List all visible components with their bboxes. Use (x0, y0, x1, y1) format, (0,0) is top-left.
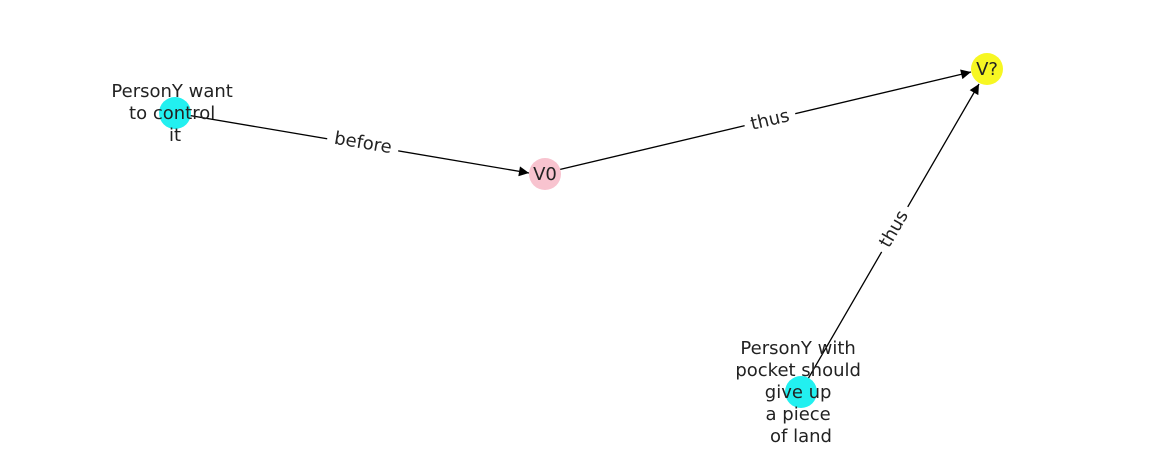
edge-label: before (333, 128, 394, 158)
node-circle (159, 97, 191, 129)
node-v-question: V? (971, 53, 1003, 85)
node-v0: V0 (529, 158, 561, 190)
edge-label: thus (748, 105, 791, 134)
node-circle (529, 158, 561, 190)
node-label: PersonY with pocket should give up a pie… (735, 338, 866, 447)
edge-before: before (174, 112, 530, 177)
node-circle (785, 376, 817, 408)
node-persony-with-pocket: PersonY with pocket should give up a pie… (735, 338, 866, 447)
node-label: V? (976, 59, 998, 80)
node-persony-want-to-control-it: PersonY want to control it (111, 81, 238, 146)
edge-thus-v0-vq: thus (544, 69, 972, 174)
node-circle (971, 53, 1003, 85)
node-label: V0 (533, 164, 557, 185)
node-label: PersonY want to control it (111, 81, 238, 146)
